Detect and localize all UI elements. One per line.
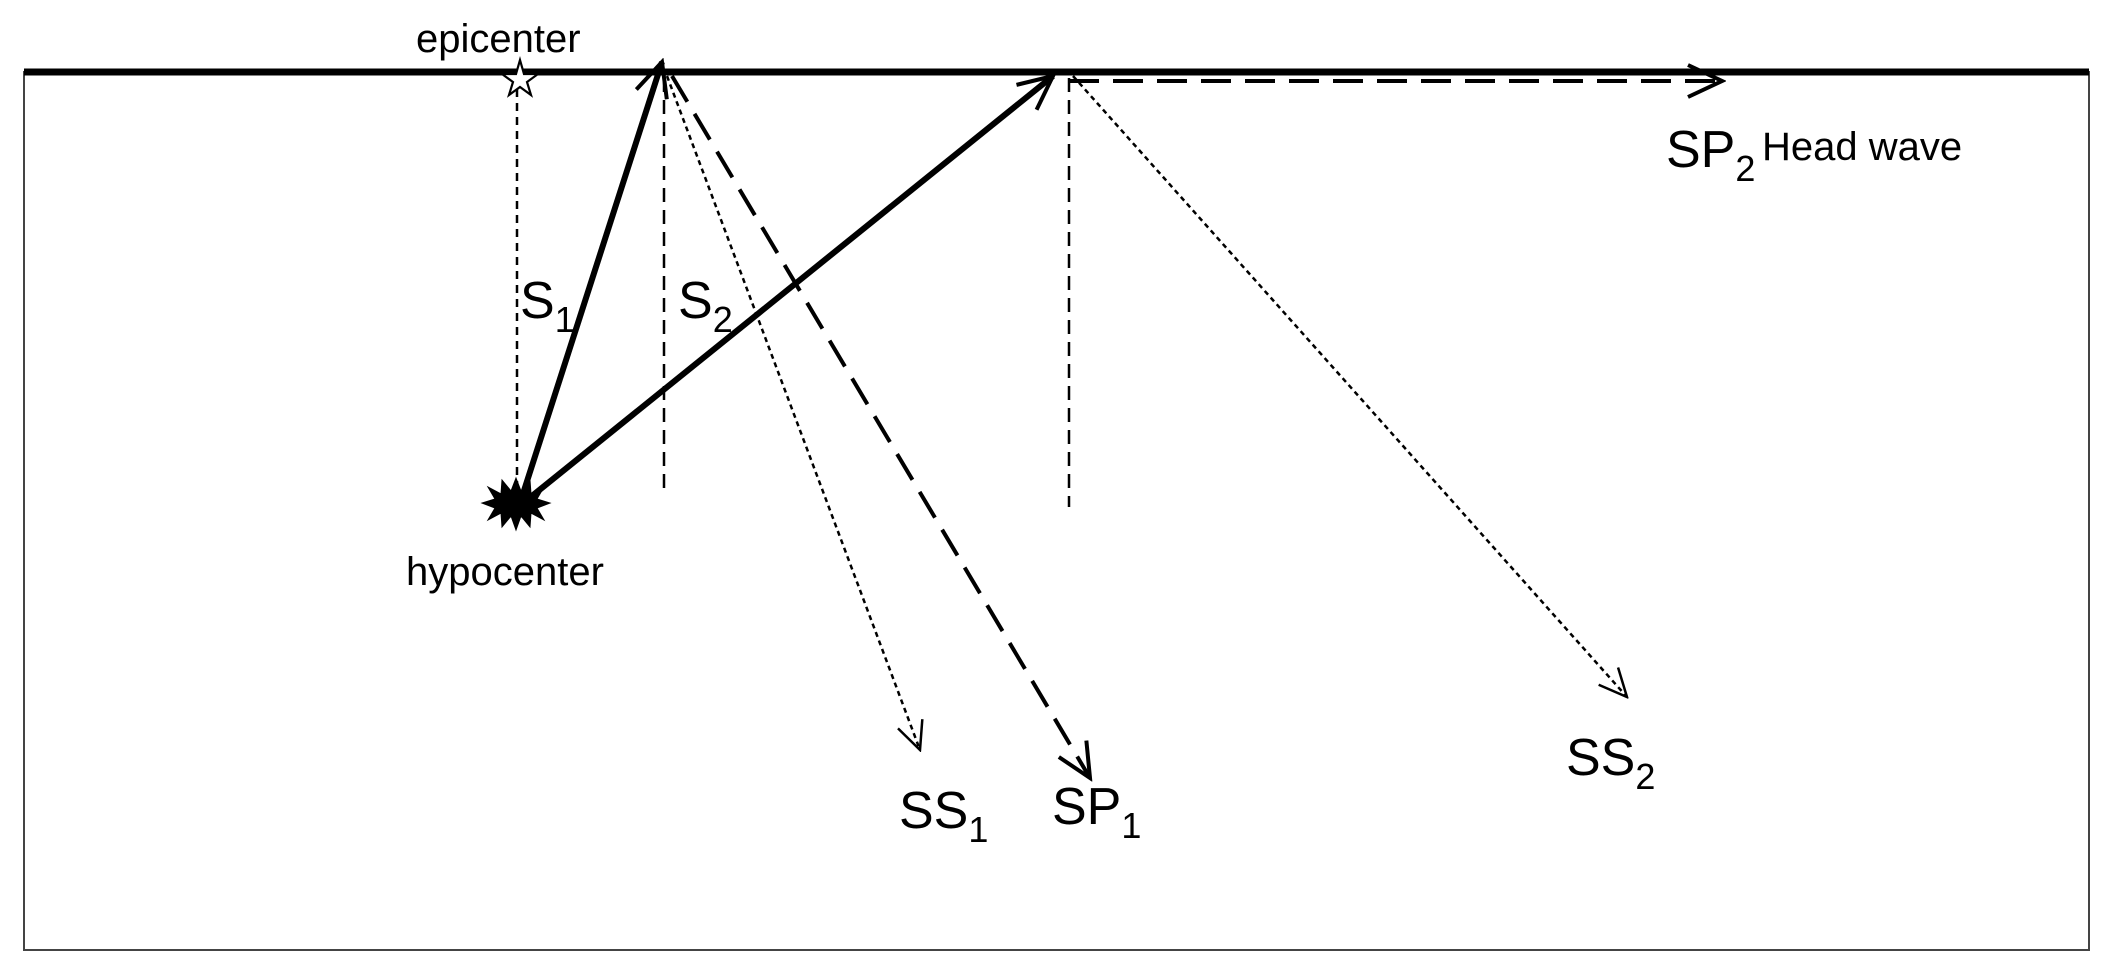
ray-ss2 (1072, 75, 1627, 697)
ss2-label-base: SS (1566, 729, 1635, 787)
sp2-label-base: SP (1666, 121, 1735, 179)
sp2-label-sub: 2 (1735, 148, 1755, 189)
s2-label-base: S (678, 272, 713, 330)
burst-icon (480, 476, 552, 532)
ray-ss1 (665, 75, 920, 750)
s1-label-base: S (520, 272, 555, 330)
s2-label-sub: 2 (713, 299, 733, 340)
ray-s2 (520, 76, 1053, 507)
s1-label: S1 (520, 272, 575, 340)
sp1-label: SP1 (1052, 778, 1141, 846)
epicenter-label: epicenter (416, 17, 581, 61)
sp2-label: SP2 (1666, 121, 1755, 189)
sp1-label-sub: 1 (1121, 805, 1141, 846)
ss2-label: SS2 (1566, 729, 1655, 797)
ss1-label-sub: 1 (968, 809, 988, 850)
head-wave-label: Head wave (1762, 125, 1962, 169)
ss2-label-sub: 2 (1635, 756, 1655, 797)
s2-label: S2 (678, 272, 733, 340)
sp1-label-base: SP (1052, 778, 1121, 836)
ray-sp1 (670, 74, 1090, 778)
ss1-label: SS1 (899, 782, 988, 850)
star-icon (498, 55, 542, 98)
hypocenter-label: hypocenter (406, 550, 604, 594)
ray-s1 (517, 62, 662, 504)
ss1-label-base: SS (899, 782, 968, 840)
s1-label-sub: 1 (555, 299, 575, 340)
